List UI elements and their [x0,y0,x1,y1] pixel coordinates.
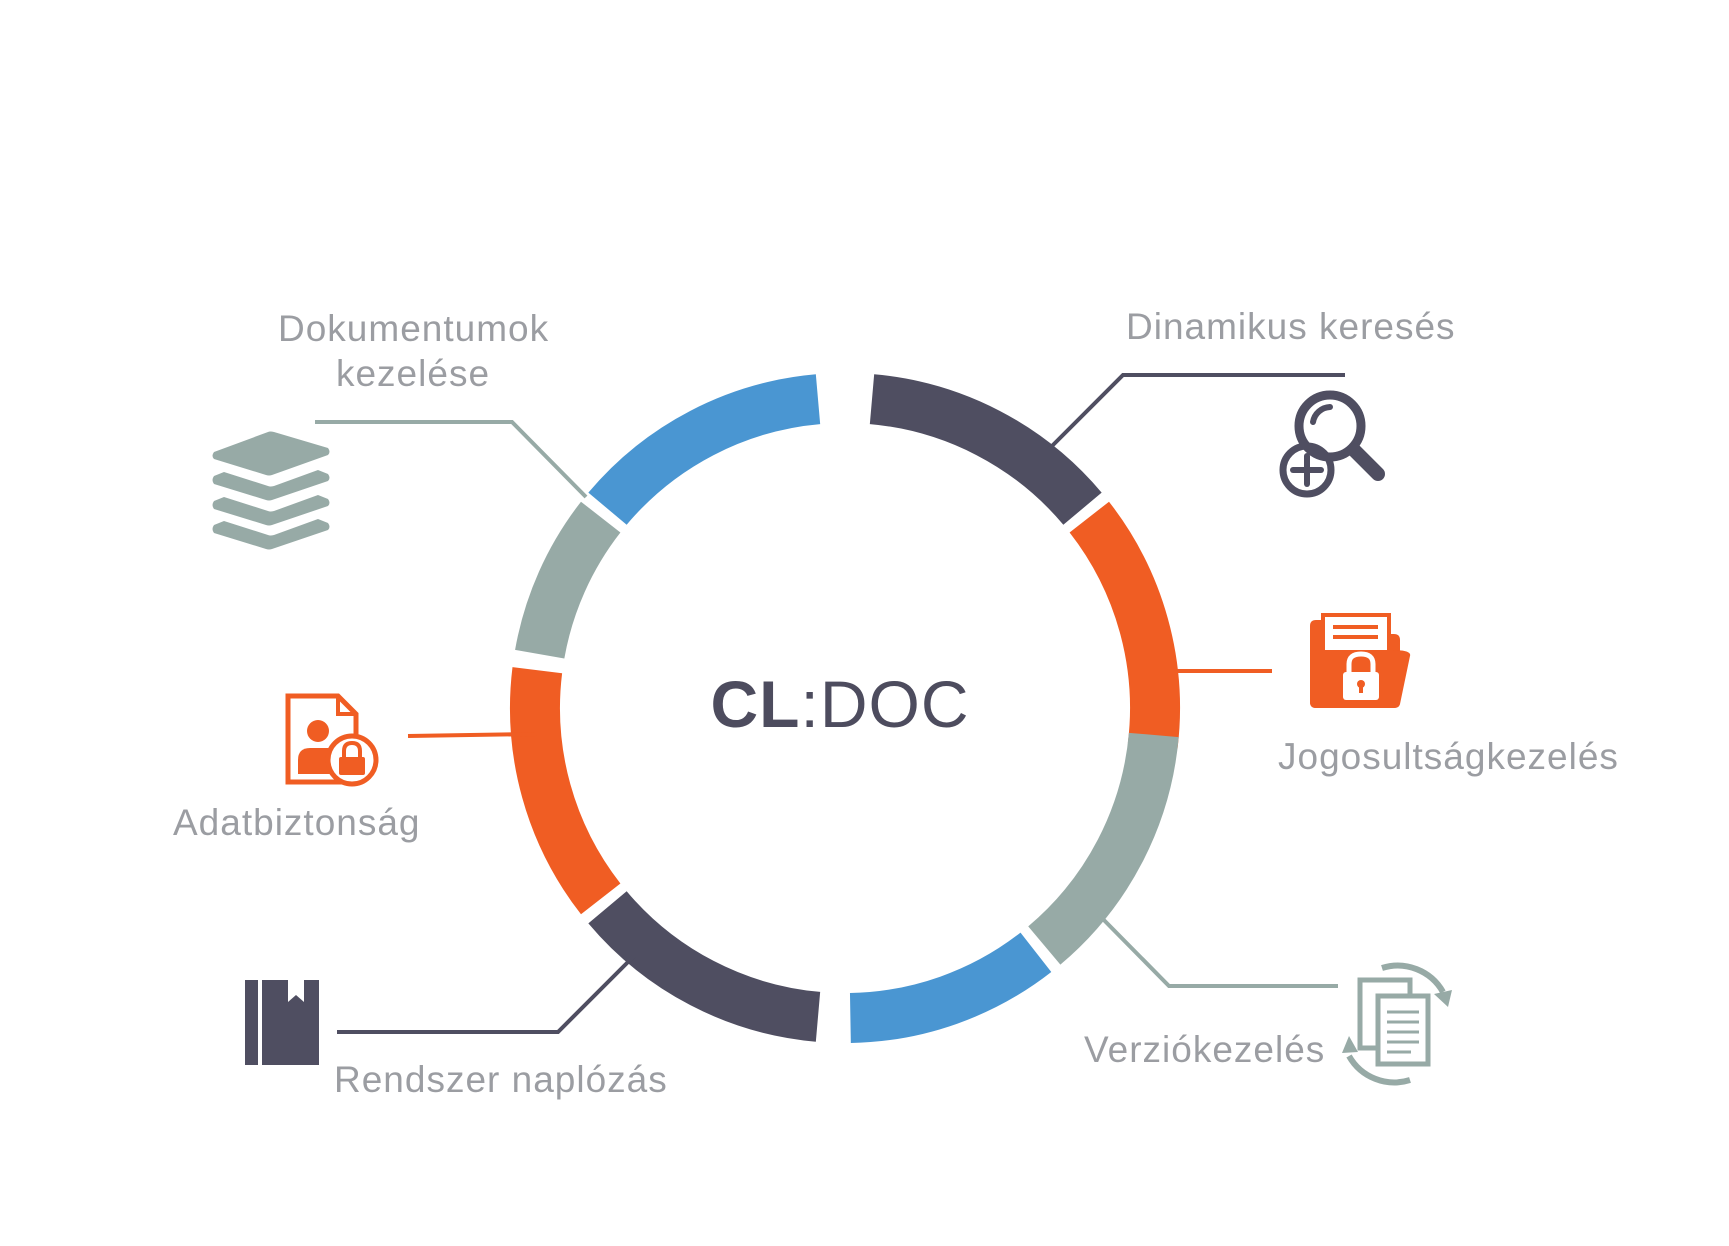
locked-folder-icon [1310,613,1411,708]
locked-user-document-icon [285,693,379,787]
document-sync-icon [1342,962,1452,1086]
ring-segment-documents-top [588,374,821,526]
connector-logging [337,954,636,1034]
ring-segment-bottom-right [849,932,1052,1043]
label-documents-line2: kezelése [335,353,491,395]
bookmarked-book-icon [245,980,319,1065]
label-search: Dinamikus keresés [1126,306,1456,347]
ring-segment-security [510,667,621,915]
stacked-layers-icon [212,431,330,550]
label-security: Adatbiztonság [173,802,421,843]
center-title-bold: CL [710,667,801,741]
connector-search [1046,373,1345,452]
connector-versioning [1093,909,1338,988]
ring-segment-versioning [1027,732,1179,965]
connector-documents [315,420,588,499]
ring [510,374,1180,1043]
connector-security [407,732,537,738]
label-permissions: Jogosultságkezelés [1278,736,1619,777]
label-logging: Rendszer naplózás [334,1059,668,1100]
ring-segment-logging [588,890,821,1042]
ring-segment-permissions [1069,501,1180,749]
ring-segment-search [869,374,1102,526]
center-title: CL:DOC [650,666,1030,742]
label-versioning: Verziókezelés [1084,1029,1326,1070]
magnifier-plus-icon [1279,390,1385,498]
label-documents-line1: Dokumentumok [278,308,550,349]
ring-segment-documents [515,501,621,659]
center-title-rest: :DOC [800,667,970,741]
label-documents: Dokumentumok kezelése [278,306,548,396]
